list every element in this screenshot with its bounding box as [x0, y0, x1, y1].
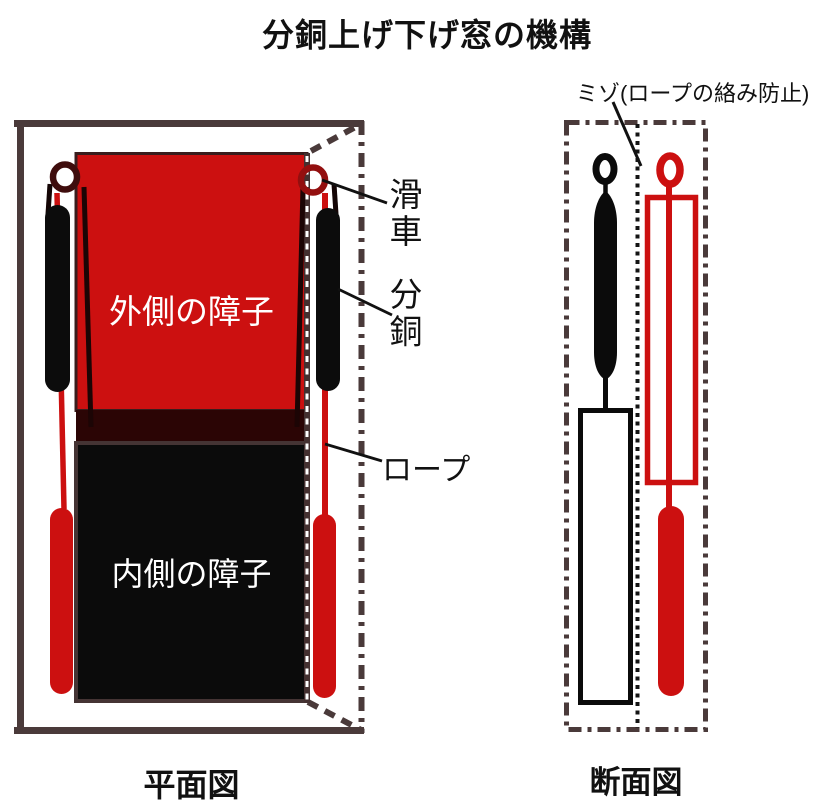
section-view-caption: 断面図	[589, 765, 683, 800]
pulley-left	[49, 161, 81, 193]
red-counterweight-right	[313, 514, 336, 698]
outer-sash-label: 外側の障子	[109, 293, 274, 330]
section-black-pulley	[592, 153, 618, 185]
leader-groove	[611, 101, 643, 167]
plan-cutaway-diagonal-top	[309, 120, 365, 154]
sash-overlap-band	[76, 410, 307, 443]
section-black-weight	[594, 191, 617, 380]
rope-to-inner-sash-left	[81, 186, 94, 428]
section-red-pulley	[656, 152, 684, 188]
leader-rope	[324, 442, 383, 463]
red-counterweight-left	[50, 508, 73, 694]
section-red-weight	[658, 506, 684, 696]
black-counterweight-left	[45, 205, 70, 392]
leader-weight	[337, 287, 393, 317]
rope-label: ロープ	[382, 454, 471, 487]
section-outline	[564, 120, 708, 732]
black-rope-right	[331, 183, 339, 215]
plan-view-caption: 平面図	[143, 767, 240, 803]
pulley-label: 滑 車	[389, 176, 423, 251]
rope-to-inner-sash-right	[294, 186, 306, 428]
plan-cutaway-diagonal-bottom	[306, 699, 365, 734]
section-inner-sash	[578, 408, 633, 705]
weight-label: 分 銅	[389, 276, 423, 351]
outer-sash	[74, 152, 309, 412]
inner-sash-label: 内側の障子	[111, 556, 272, 592]
black-rope-left	[45, 183, 53, 215]
black-counterweight-right	[316, 208, 340, 391]
leader-pulley	[321, 178, 388, 205]
diagram-title: 分銅上げ下げ窓の機構	[262, 17, 593, 53]
groove-label: ミゾ(ロープの絡み防止)	[576, 81, 810, 106]
inner-sash	[74, 441, 309, 703]
